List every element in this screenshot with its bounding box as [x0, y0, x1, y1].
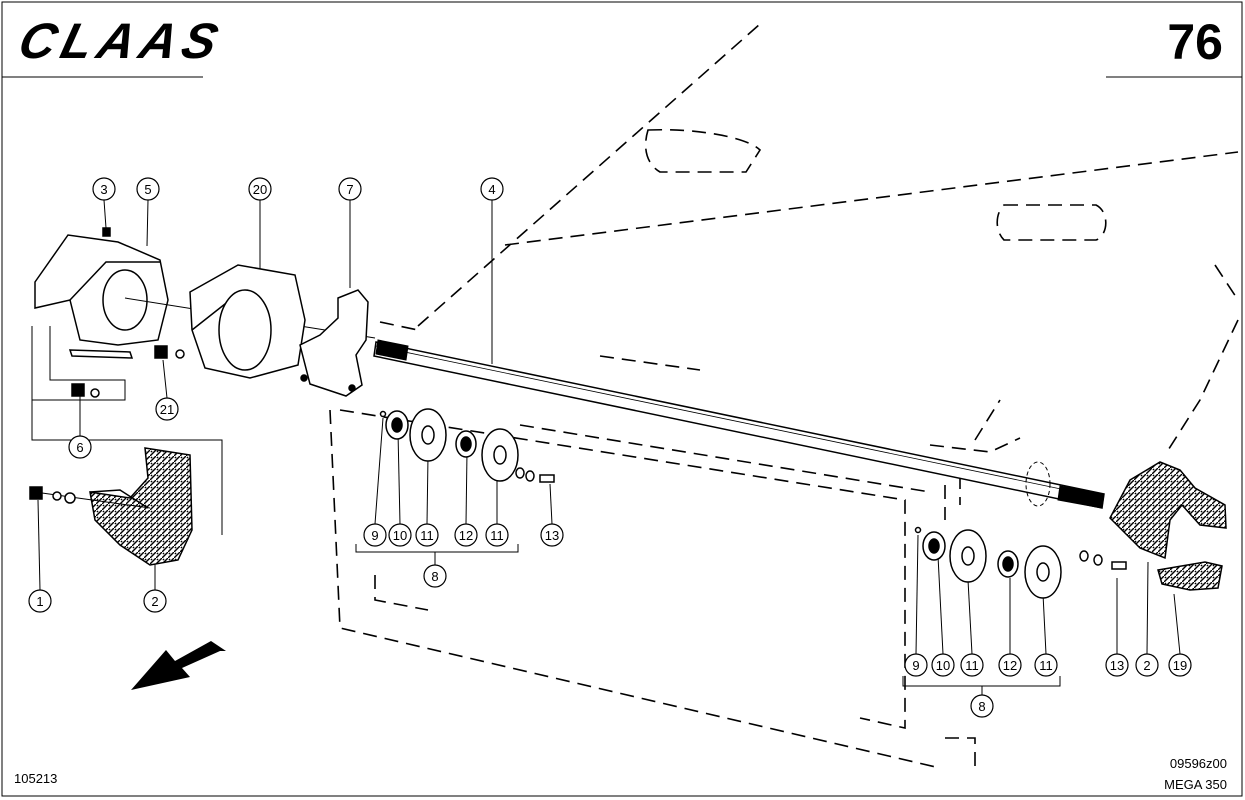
- callout: 7: [338, 177, 362, 201]
- brand-logo: CLAAS: [13, 13, 230, 69]
- callout-label: 8: [431, 569, 438, 584]
- callout-label: 11: [420, 528, 434, 543]
- callout: 11: [1034, 653, 1058, 677]
- callout: 20: [248, 177, 272, 201]
- callout-label: 10: [936, 658, 950, 673]
- callout: 2: [143, 589, 167, 613]
- callout: 3: [92, 177, 116, 201]
- callout: 2: [1135, 653, 1159, 677]
- callout: 13: [1105, 653, 1129, 677]
- drive-shaft: [373, 339, 1105, 509]
- left-shield-and-bolt: [29, 447, 193, 566]
- callout: 5: [136, 177, 160, 201]
- callout-label: 8: [978, 699, 985, 714]
- callout: 12: [454, 523, 478, 547]
- direction-arrow-icon: [131, 641, 226, 690]
- housing-assembly: [34, 227, 376, 398]
- callout-label: 11: [965, 658, 979, 673]
- bearing-group-middle: [379, 408, 555, 483]
- callout: 11: [960, 653, 984, 677]
- callouts: 3 5 20 7 4 21 6 1 2 9 10 11 12 11 13 8 9…: [28, 177, 1192, 718]
- callout: 4: [480, 177, 504, 201]
- bearing-group-right: [914, 526, 1127, 599]
- callout: 21: [155, 397, 179, 421]
- machine-frame-dashed: [329, 23, 1239, 769]
- callout-label: 7: [346, 182, 353, 197]
- callout-label: 2: [151, 594, 158, 609]
- callout-label: 12: [1003, 658, 1017, 673]
- callout: 9: [904, 653, 928, 677]
- reference-number: 105213: [14, 771, 58, 786]
- callout-label: 6: [76, 440, 83, 455]
- callout: 6: [68, 435, 92, 459]
- callout: 8: [423, 564, 447, 588]
- callout-label: 13: [545, 528, 559, 543]
- callout-label: 4: [488, 182, 495, 197]
- callout: 10: [931, 653, 955, 677]
- callout-label: 11: [1039, 658, 1053, 673]
- drawing-number: 09596z00: [1169, 756, 1227, 771]
- callout-label: 3: [100, 182, 107, 197]
- callout: 11: [415, 523, 439, 547]
- leader-lines: [31, 199, 1181, 695]
- callout: 12: [998, 653, 1022, 677]
- callout: 9: [363, 523, 387, 547]
- callout-label: 11: [490, 528, 504, 543]
- page-number: 76: [1167, 14, 1223, 70]
- callout-label: 13: [1110, 658, 1124, 673]
- callout-label: 20: [253, 182, 267, 197]
- callout: 10: [388, 523, 412, 547]
- callout: 1: [28, 589, 52, 613]
- callout: 11: [485, 523, 509, 547]
- model-name: MEGA 350: [1164, 777, 1227, 792]
- callout-label: 9: [371, 528, 378, 543]
- callout-label: 10: [393, 528, 407, 543]
- callout-label: 1: [36, 594, 43, 609]
- right-shield-parts: [1109, 461, 1227, 591]
- callout-label: 5: [144, 182, 151, 197]
- callout: 13: [540, 523, 564, 547]
- callout-label: 21: [160, 402, 174, 417]
- callout-label: 2: [1143, 658, 1150, 673]
- callout-label: 19: [1173, 658, 1187, 673]
- callout: 8: [970, 694, 994, 718]
- callout-label: 12: [459, 528, 473, 543]
- callout-label: 9: [912, 658, 919, 673]
- callout: 19: [1168, 653, 1192, 677]
